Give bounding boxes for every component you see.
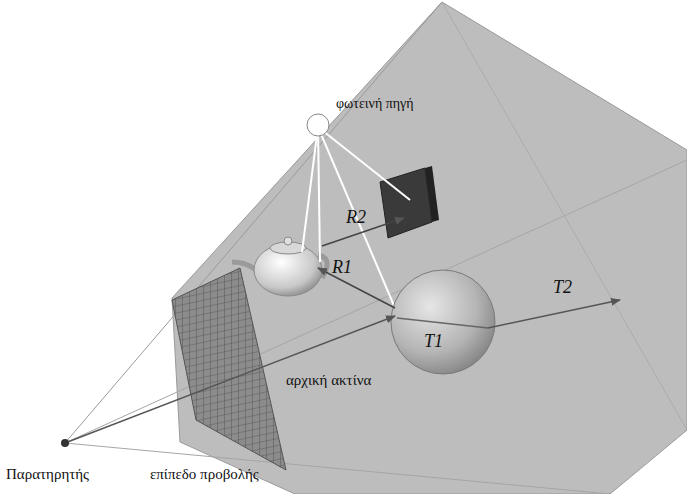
ray-label: T1 [424, 332, 443, 352]
ray-label: R1 [332, 258, 352, 278]
ray-label: αρχική ακτίνα [286, 372, 371, 389]
ray-label: R2 [346, 208, 366, 228]
plane-label: επίπεδο προβολής [150, 466, 259, 483]
observer-label: Παρατηρητής [6, 466, 89, 483]
light-source-label: φωτεινή πηγή [336, 96, 414, 111]
ray-label: T2 [553, 278, 572, 298]
